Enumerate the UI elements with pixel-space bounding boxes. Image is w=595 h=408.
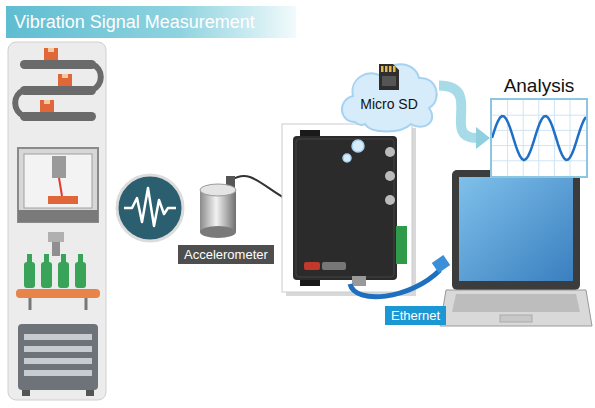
arrow-shaft [439, 86, 476, 138]
thought-bubble [352, 140, 364, 152]
laptop [440, 170, 592, 326]
tag-label: Accelerometer [184, 247, 268, 262]
sine-plot [492, 100, 586, 176]
chart-box [490, 98, 588, 178]
bottle-line-icon [16, 232, 100, 310]
cloud-label: Micro SD [335, 52, 443, 112]
conveyor-icon [15, 48, 101, 121]
machine-panel [8, 42, 106, 400]
data-logger-device [282, 124, 416, 296]
tag-label: Ethernet [391, 308, 440, 323]
chart-heading: Analysis [490, 74, 588, 98]
ethernet-cable [350, 255, 450, 297]
machine-tool-icon [18, 148, 98, 222]
curved-arrow [439, 86, 490, 149]
sd-card-icon [377, 62, 401, 92]
title-banner: Vibration Signal Measurement [6, 6, 296, 38]
cloud-bubble: Micro SD [335, 52, 443, 136]
thought-bubble [343, 154, 351, 162]
accelerometer-sensor [200, 176, 288, 238]
signal-icon [117, 175, 183, 241]
analysis-chart: Analysis [490, 74, 588, 178]
sensor-tag: Accelerometer [178, 245, 274, 264]
arrow-head [476, 127, 490, 149]
heater-icon [18, 324, 98, 396]
title: Vibration Signal Measurement [6, 6, 296, 38]
ethernet-tag: Ethernet [385, 306, 446, 325]
